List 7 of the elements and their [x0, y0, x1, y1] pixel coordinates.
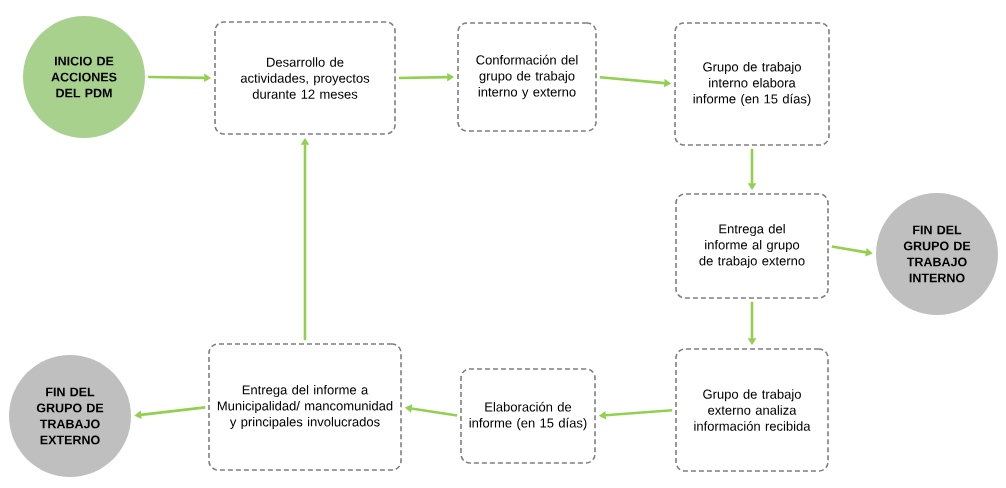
process-box: Conformación del grupo de trabajo interno y externo [457, 22, 597, 132]
process-box: Grupo de trabajo externo analiza información recibida [675, 348, 829, 472]
process-box: Grupo de trabajo interno elabora informe (en 15 días) [674, 22, 830, 146]
process-box: Entrega del informe al grupo de trabajo externo [675, 193, 829, 299]
process-box: Desarrollo de actividades, proyectos durante 12 meses [214, 21, 396, 135]
process-box: Entrega del informe a Municipalidad/ mancomunidad y principales involucrados [208, 343, 402, 471]
process-box: Elaboración de informe (en 15 días) [460, 368, 596, 464]
